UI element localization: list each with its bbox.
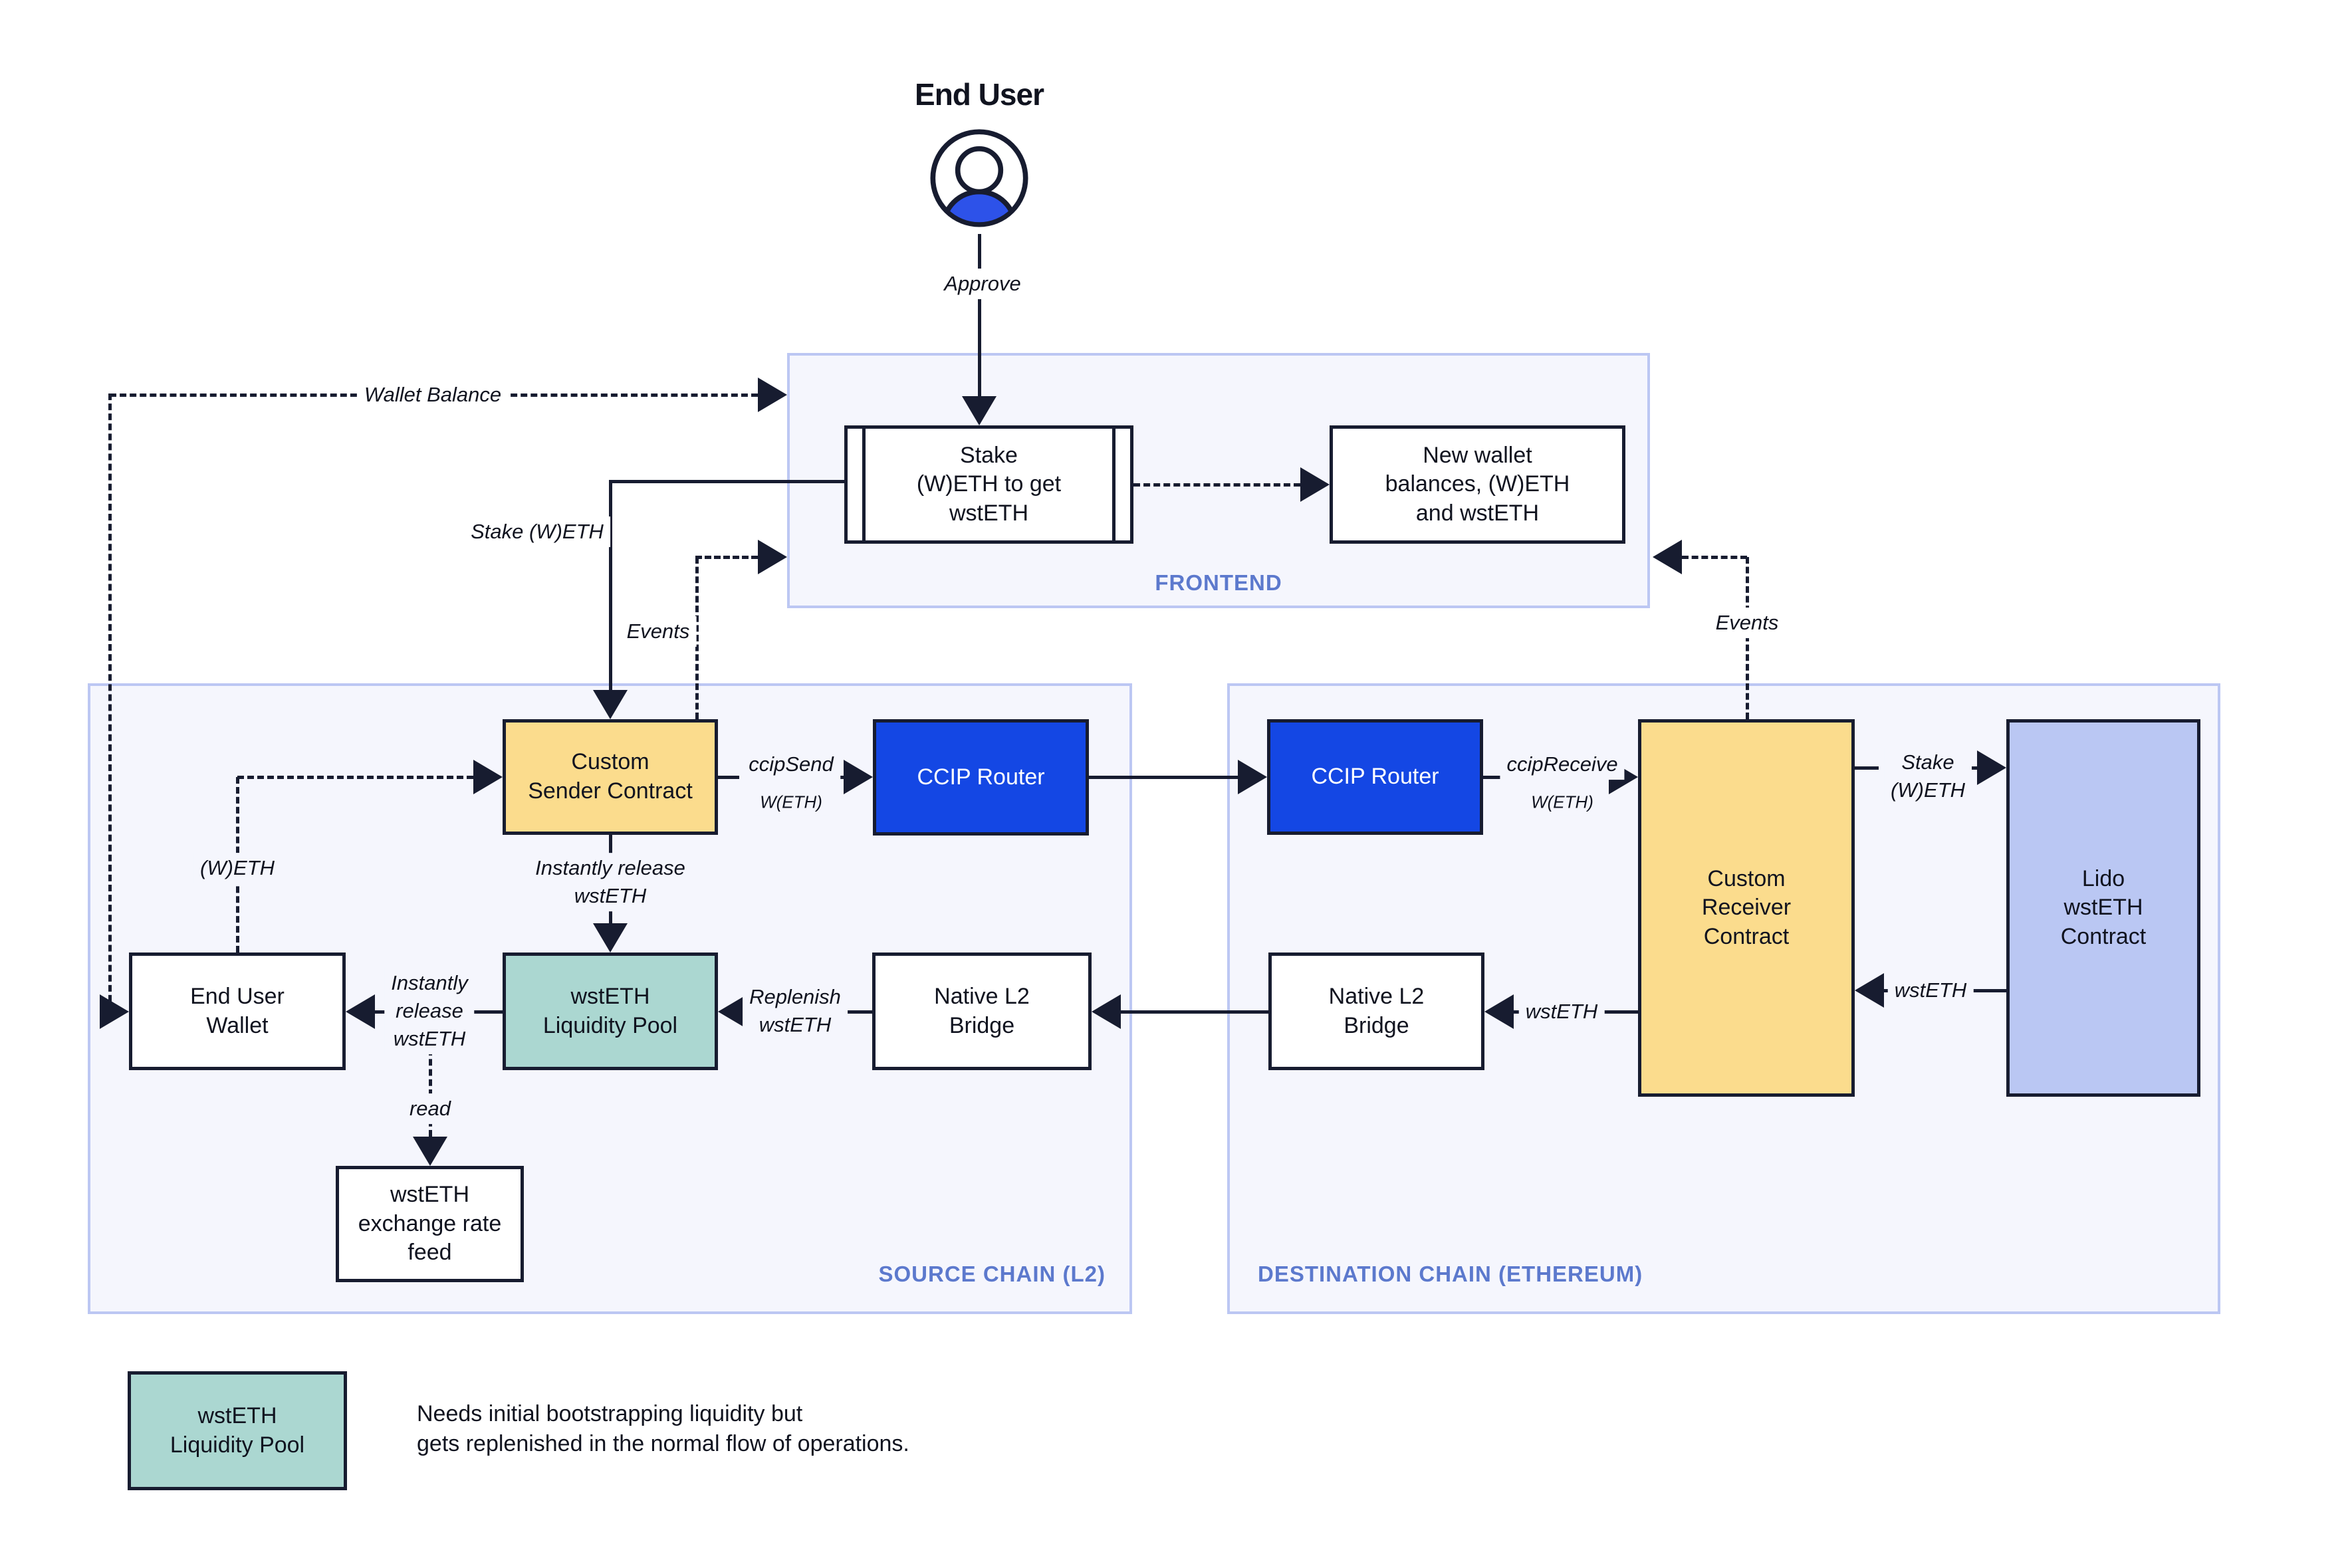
arrowhead	[593, 690, 628, 719]
edge-stake-dest-line-b	[1968, 766, 1977, 770]
edge-ccipreceive-line-a	[1483, 776, 1504, 779]
arrowhead	[1653, 540, 1682, 574]
wsteth-liquidity-pool-box: wstETH Liquidity Pool	[503, 952, 718, 1070]
ccip-router-source-box: CCIP Router	[873, 719, 1089, 836]
arrowhead	[718, 994, 747, 1029]
edge-ccipsend-line-a	[718, 776, 739, 779]
approve-label: Approve	[937, 269, 1028, 299]
events-left-label: Events	[620, 616, 697, 647]
native-l2-bridge-source-box: Native L2 Bridge	[872, 952, 1092, 1070]
edge-read-line	[429, 1049, 432, 1137]
edge-wallet-balance-line-v	[108, 393, 112, 1012]
ccipsend-label: ccipSend	[742, 749, 840, 780]
events-right-label: Events	[1708, 608, 1786, 638]
edge-approve-line	[978, 234, 981, 396]
legend-note: Needs initial bootstrapping liquidity bu…	[417, 1401, 909, 1456]
edge-stake-weth-line-h	[610, 480, 844, 483]
stake-weth-label: Stake (W)ETH	[464, 516, 610, 547]
destination-chain-label: DESTINATION CHAIN (ETHEREUM)	[1258, 1262, 1643, 1286]
edge-router-to-router-line	[1089, 776, 1238, 779]
ccipreceive-label: ccipReceive	[1500, 749, 1625, 780]
ccipsend-asset-label: W(ETH)	[753, 789, 829, 816]
instantly-release-sender-label: Instantly release wstETH	[528, 853, 692, 911]
stake-subroutine-label: Stake (W)ETH to get wstETH	[916, 442, 1062, 526]
edge-events-left-line-h	[695, 556, 758, 559]
edge-weth-line-h	[237, 776, 473, 779]
subroutine-bar	[862, 429, 866, 540]
arrowhead	[1855, 973, 1884, 1008]
arrowhead	[100, 994, 129, 1029]
ccipreceive-asset-label: W(ETH)	[1524, 789, 1600, 816]
wsteth-lido-label: wstETH	[1887, 975, 1974, 1006]
source-chain-label: SOURCE CHAIN (L2)	[878, 1262, 1106, 1286]
edge-stake-dest-line-a	[1855, 766, 1879, 770]
end-user-title: End User	[915, 77, 1044, 112]
arrowhead	[1238, 760, 1267, 794]
edge-events-right-line-v	[1746, 557, 1749, 719]
edge-stake-weth-line-v	[609, 480, 612, 690]
stake-subroutine-box: Stake (W)ETH to get wstETH	[844, 425, 1133, 544]
wsteth-receiver-label: wstETH	[1518, 996, 1605, 1027]
custom-receiver-contract-box: Custom Receiver Contract	[1638, 719, 1855, 1097]
arrowhead	[1484, 994, 1514, 1029]
edge-events-right-line-h	[1682, 556, 1747, 559]
arrowhead	[346, 994, 375, 1029]
replenish-wsteth-label: Replenish wstETH	[743, 982, 848, 1040]
weth-label: (W)ETH	[193, 853, 281, 883]
edge-stake-to-newwallet-line	[1133, 483, 1300, 487]
legend-liquidity-pool-box: wstETH Liquidity Pool	[128, 1371, 347, 1490]
arrowhead	[413, 1137, 447, 1166]
edge-bridge-to-bridge-line	[1121, 1010, 1268, 1014]
arrowhead	[1300, 467, 1330, 502]
arrowhead	[1977, 750, 2006, 785]
instantly-release-pool-label: Instantly release wstETH	[384, 968, 475, 1054]
arrowhead	[1092, 994, 1121, 1029]
read-label: read	[402, 1093, 458, 1124]
edge-events-left-line-v	[695, 557, 699, 719]
arrowhead	[844, 760, 873, 794]
arrowhead	[962, 396, 997, 425]
arrowhead	[593, 923, 628, 952]
new-wallet-balances-box: New wallet balances, (W)ETH and wstETH	[1330, 425, 1625, 544]
arrowhead	[473, 760, 503, 794]
lido-wsteth-contract-box: Lido wstETH Contract	[2006, 719, 2200, 1097]
frontend-label: FRONTEND	[1155, 570, 1282, 595]
subroutine-bar	[1112, 429, 1115, 540]
wsteth-exchange-rate-feed-box: wstETH exchange rate feed	[336, 1166, 524, 1282]
end-user-icon	[923, 122, 1036, 235]
wallet-balance-label: Wallet Balance	[357, 380, 509, 410]
arrowhead	[758, 540, 787, 574]
ccip-router-destination-box: CCIP Router	[1267, 719, 1483, 835]
native-l2-bridge-destination-box: Native L2 Bridge	[1268, 952, 1484, 1070]
custom-sender-contract-box: Custom Sender Contract	[503, 719, 718, 835]
arrowhead	[758, 378, 787, 412]
stake-weth-destination-label: Stake (W)ETH	[1884, 747, 1972, 806]
end-user-wallet-box: End User Wallet	[129, 952, 346, 1070]
